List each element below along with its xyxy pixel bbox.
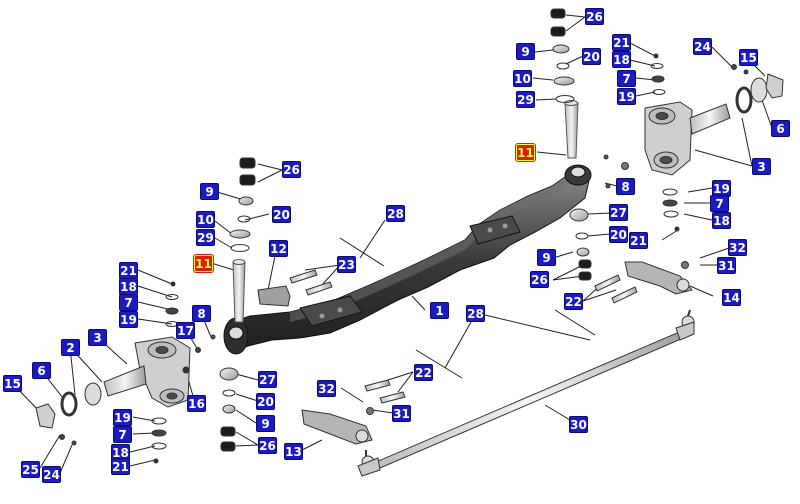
- callout-27[interactable]: 27: [609, 204, 628, 221]
- right-steering-knuckle: [644, 64, 784, 176]
- callout-21[interactable]: 21: [111, 458, 130, 475]
- king-pins: [232, 100, 579, 323]
- callout-8[interactable]: 8: [192, 305, 211, 322]
- callout-20[interactable]: 20: [609, 226, 628, 243]
- callout-22[interactable]: 22: [564, 293, 583, 310]
- callout-21[interactable]: 21: [612, 34, 631, 51]
- callout-21[interactable]: 21: [119, 262, 138, 279]
- callout-24[interactable]: 24: [693, 38, 712, 55]
- callout-18[interactable]: 18: [612, 51, 631, 68]
- callout-7[interactable]: 7: [710, 195, 729, 212]
- callout-28[interactable]: 28: [386, 205, 405, 222]
- callout-19[interactable]: 19: [119, 311, 138, 328]
- callout-2[interactable]: 2: [61, 339, 80, 356]
- steering-arms: [257, 261, 693, 445]
- callout-9[interactable]: 9: [537, 249, 556, 266]
- callout-1[interactable]: 1: [430, 302, 449, 319]
- callout-3[interactable]: 3: [752, 158, 771, 175]
- callout-29[interactable]: 29: [196, 229, 215, 246]
- callout-7[interactable]: 7: [113, 426, 132, 443]
- callout-27[interactable]: 27: [258, 371, 277, 388]
- callout-15[interactable]: 15: [3, 375, 22, 392]
- callout-12[interactable]: 12: [269, 240, 288, 257]
- callout-20[interactable]: 20: [256, 393, 275, 410]
- callout-8[interactable]: 8: [616, 178, 635, 195]
- callout-28[interactable]: 28: [466, 305, 485, 322]
- callout-9[interactable]: 9: [256, 415, 275, 432]
- callout-26[interactable]: 26: [282, 161, 301, 178]
- callout-10[interactable]: 10: [513, 70, 532, 87]
- callout-9[interactable]: 9: [516, 43, 535, 60]
- callout-19[interactable]: 19: [712, 180, 731, 197]
- callout-18[interactable]: 18: [712, 212, 731, 229]
- axle-beam: [223, 164, 592, 355]
- callout-20[interactable]: 20: [582, 48, 601, 65]
- callout-10[interactable]: 10: [196, 211, 215, 228]
- callout-26[interactable]: 26: [258, 437, 277, 454]
- callout-7[interactable]: 7: [617, 70, 636, 87]
- callout-14[interactable]: 14: [722, 289, 741, 306]
- callout-17[interactable]: 17: [176, 322, 195, 339]
- callout-19[interactable]: 19: [617, 88, 636, 105]
- callout-6[interactable]: 6: [771, 120, 790, 137]
- callout-6[interactable]: 6: [32, 362, 51, 379]
- callout-23[interactable]: 23: [337, 256, 356, 273]
- callout-16[interactable]: 16: [187, 395, 206, 412]
- callout-18[interactable]: 18: [111, 444, 130, 461]
- callout-13[interactable]: 13: [284, 443, 303, 460]
- callout-25[interactable]: 25: [21, 461, 40, 478]
- callout-11[interactable]: 11: [194, 255, 213, 272]
- callout-19[interactable]: 19: [113, 409, 132, 426]
- tie-rod: [357, 309, 695, 477]
- callout-11[interactable]: 11: [516, 144, 535, 161]
- left-steering-knuckle: [35, 336, 201, 446]
- callout-22[interactable]: 22: [414, 364, 433, 381]
- callout-30[interactable]: 30: [569, 416, 588, 433]
- callout-29[interactable]: 29: [516, 91, 535, 108]
- callout-3[interactable]: 3: [88, 329, 107, 346]
- callout-31[interactable]: 31: [392, 405, 411, 422]
- callout-31[interactable]: 31: [717, 257, 736, 274]
- bolts: [210, 154, 689, 415]
- callout-26[interactable]: 26: [530, 271, 549, 288]
- callout-32[interactable]: 32: [728, 239, 747, 256]
- callout-15[interactable]: 15: [739, 49, 758, 66]
- callout-21[interactable]: 21: [629, 232, 648, 249]
- callout-26[interactable]: 26: [585, 8, 604, 25]
- washers-and-caps: [151, 8, 680, 464]
- callout-20[interactable]: 20: [272, 206, 291, 223]
- callout-18[interactable]: 18: [119, 278, 138, 295]
- callout-24[interactable]: 24: [42, 466, 61, 483]
- callout-9[interactable]: 9: [200, 183, 219, 200]
- callout-32[interactable]: 32: [317, 380, 336, 397]
- callout-7[interactable]: 7: [119, 294, 138, 311]
